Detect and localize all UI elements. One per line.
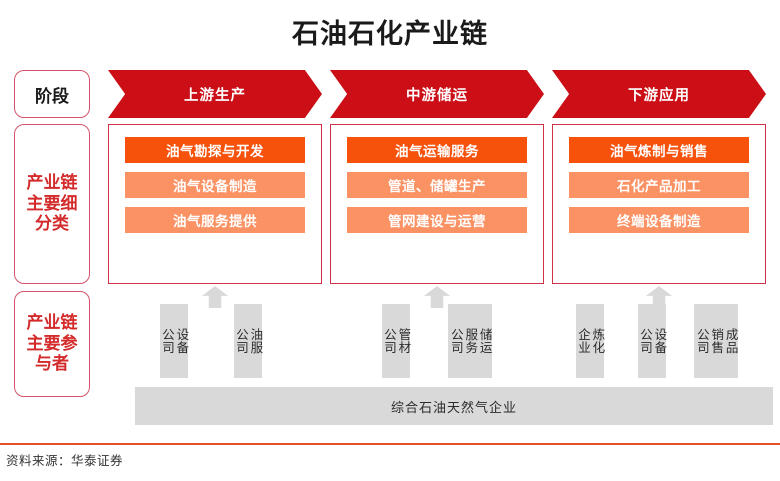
subcategory-item[interactable]: 油气运输服务 <box>347 137 527 163</box>
participant-label: 成品 销售 公司 <box>694 328 739 354</box>
participant-box[interactable]: 油服 公司 <box>234 304 264 378</box>
subcategory-item[interactable]: 油气设备制造 <box>125 172 305 198</box>
subcategory-item[interactable]: 油气勘探与开发 <box>125 137 305 163</box>
integrated-company-bar[interactable]: 综合石油天然气企业 <box>135 387 773 425</box>
participant-label: 管材 公司 <box>382 328 412 354</box>
legend-participants: 产业链主要参与者 <box>14 291 90 397</box>
subcategory-item[interactable]: 油气炼制与销售 <box>569 137 749 163</box>
subcategory-item[interactable]: 终端设备制造 <box>569 207 749 233</box>
up-arrow-icon <box>424 286 450 308</box>
subcategory-item[interactable]: 油气服务提供 <box>125 207 305 233</box>
subcategory-panel-downstream: 油气炼制与销售 石化产品加工 终端设备制造 <box>552 124 766 284</box>
participant-box[interactable]: 设备 公司 <box>160 304 190 378</box>
participant-box[interactable]: 管材 公司 <box>382 304 412 378</box>
participant-label: 储运 服务 公司 <box>448 328 493 354</box>
participant-box[interactable]: 储运 服务 公司 <box>448 304 493 378</box>
participant-label: 设备 公司 <box>160 328 190 354</box>
participant-box[interactable]: 设备 公司 <box>638 304 668 378</box>
page-title: 石油石化产业链 <box>292 19 488 50</box>
subcategory-item[interactable]: 管道、储罐生产 <box>347 172 527 198</box>
up-arrow-icon <box>202 286 228 308</box>
subcategory-item[interactable]: 管网建设与运营 <box>347 207 527 233</box>
stage-chevron-upstream[interactable]: 上游生产 <box>108 70 322 118</box>
legend-subcategories: 产业链主要细分类 <box>14 124 90 284</box>
legend-stage: 阶段 <box>14 70 90 118</box>
participant-label: 炼化 企业 <box>576 328 606 354</box>
subcategory-panel-upstream: 油气勘探与开发 油气设备制造 油气服务提供 <box>108 124 322 284</box>
footer-divider <box>0 443 780 445</box>
participant-box[interactable]: 成品 销售 公司 <box>694 304 739 378</box>
source-note: 资料来源：华泰证券 <box>6 453 124 468</box>
subcategory-item[interactable]: 石化产品加工 <box>569 172 749 198</box>
participant-label: 设备 公司 <box>638 328 668 354</box>
stage-chevron-midstream[interactable]: 中游储运 <box>330 70 544 118</box>
subcategory-panel-midstream: 油气运输服务 管道、储罐生产 管网建设与运营 <box>330 124 544 284</box>
participant-label: 油服 公司 <box>234 328 264 354</box>
participant-box[interactable]: 炼化 企业 <box>576 304 606 378</box>
stage-chevron-downstream[interactable]: 下游应用 <box>552 70 766 118</box>
